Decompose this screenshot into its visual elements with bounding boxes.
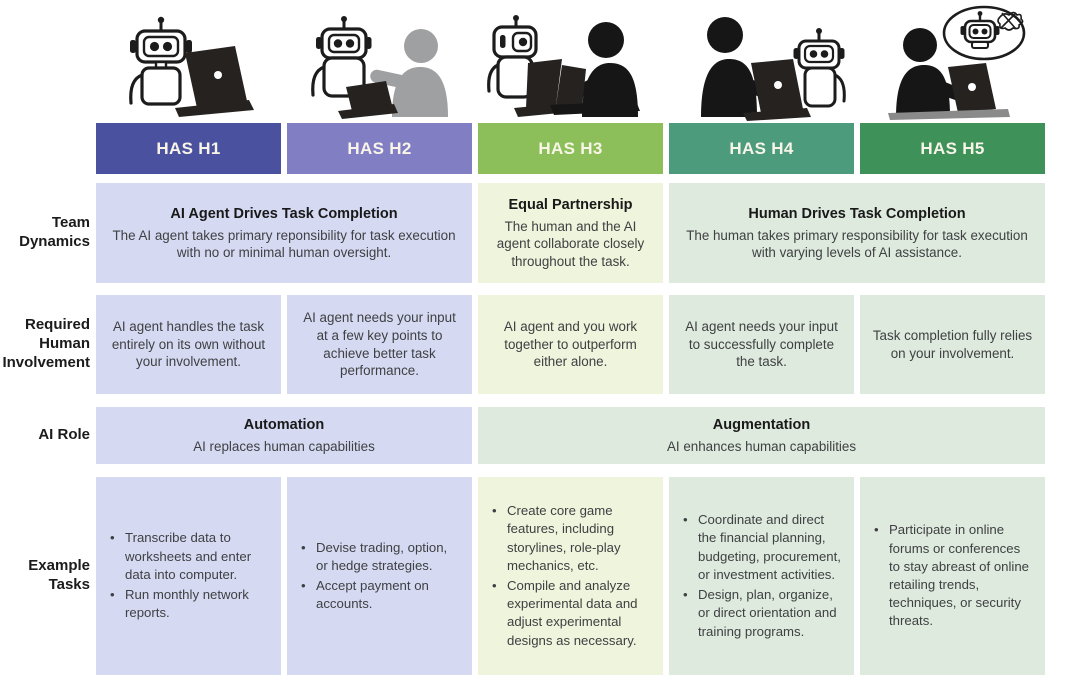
bullet-marker: • xyxy=(683,512,688,528)
involvement-cell-h4: AI agent needs your input to successfull… xyxy=(669,295,854,394)
row-label-required-human-involvement: Required Human Involvement xyxy=(2,316,90,371)
human-with-robot-assist-icon xyxy=(669,5,854,123)
robot-with-human-assist-icon xyxy=(287,5,472,123)
bullet-marker: • xyxy=(301,539,306,555)
column-header-has-h5: HAS H5 xyxy=(860,123,1045,174)
bullet-marker: • xyxy=(301,578,306,593)
task-bullet: •Transcribe data to worksheets and enter… xyxy=(110,529,269,584)
header-band: HAS H1 HAS H2 HAS H3 HAS H4 HAS H5 xyxy=(0,123,1080,174)
cell-title: Human Drives Task Completion xyxy=(748,205,966,222)
ai-role-cell-automation: Automation AI replaces human capabilitie… xyxy=(96,407,472,464)
cell-body: The AI agent takes primary reponsibility… xyxy=(112,227,456,261)
cell-body: The human and the AI agent collaborate c… xyxy=(496,218,645,269)
required-human-involvement-row: Required Human Involvement AI agent hand… xyxy=(0,295,1080,394)
task-bullet: •Run monthly network reports. xyxy=(110,586,269,622)
cell-title: AI Agent Drives Task Completion xyxy=(170,205,398,222)
team-dynamics-cell-h4-h5: Human Drives Task Completion The human t… xyxy=(669,183,1045,283)
task-bullet: •Create core game features, including st… xyxy=(492,502,651,575)
human-thinking-of-robot-icon xyxy=(860,5,1045,123)
task-bullet: •Coordinate and direct the financial pla… xyxy=(683,511,842,584)
cell-body: AI enhances human capabilities xyxy=(666,438,857,454)
row-label-team-dynamics: Team Dynamics xyxy=(19,214,90,250)
robot-and-human-collaborating-icon xyxy=(478,5,663,123)
cell-title: Equal Partnership xyxy=(508,196,633,213)
column-header-has-h2: HAS H2 xyxy=(287,123,472,174)
task-bullet: •Participate in online forums or confere… xyxy=(874,521,1033,630)
task-bullet: •Design, plan, organize, or direct orien… xyxy=(683,586,842,641)
bullet-marker: • xyxy=(874,522,879,538)
cell-body: Task completion fully relies on your inv… xyxy=(872,327,1033,361)
involvement-cell-h5: Task completion fully relies on your inv… xyxy=(860,295,1045,394)
column-header-has-h3: HAS H3 xyxy=(478,123,663,174)
cell-body: AI agent needs your input at a few key p… xyxy=(303,310,456,379)
involvement-cell-h2: AI agent needs your input at a few key p… xyxy=(287,295,472,394)
team-dynamics-cell-h3: Equal Partnership The human and the AI a… xyxy=(478,183,663,283)
tasks-cell-h4: •Coordinate and direct the financial pla… xyxy=(669,477,854,675)
cell-title: Automation xyxy=(243,416,325,433)
row-label-example-tasks: Example Tasks xyxy=(28,557,90,593)
robot-at-laptop-icon xyxy=(96,5,281,123)
example-tasks-row: Example Tasks •Transcribe data to worksh… xyxy=(0,477,1080,675)
involvement-cell-h3: AI agent and you work together to outper… xyxy=(478,295,663,394)
cell-body: The human takes primary responsibility f… xyxy=(686,227,1028,261)
ai-role-row: AI Role Automation AI replaces human cap… xyxy=(0,407,1080,464)
cell-body: AI replaces human capabilities xyxy=(193,438,375,454)
cell-body: AI agent needs your input to successfull… xyxy=(685,318,838,370)
task-bullet: •Compile and analyze experimental data a… xyxy=(492,577,651,650)
icons-band xyxy=(0,5,1080,123)
bullet-marker: • xyxy=(492,578,497,593)
ai-role-cell-augmentation: Augmentation AI enhances human capabilit… xyxy=(478,407,1045,464)
task-bullet: •Devise trading, option, or hedge strate… xyxy=(301,539,460,575)
involvement-cell-h1: AI agent handles the task entirely on it… xyxy=(96,295,281,394)
tasks-cell-h2: •Devise trading, option, or hedge strate… xyxy=(287,477,472,675)
bullet-marker: • xyxy=(110,530,115,546)
tasks-cell-h5: •Participate in online forums or confere… xyxy=(860,477,1045,675)
team-dynamics-row: Team Dynamics AI Agent Drives Task Compl… xyxy=(0,183,1080,283)
team-dynamics-cell-h1-h2: AI Agent Drives Task Completion The AI a… xyxy=(96,183,472,283)
tasks-cell-h1: •Transcribe data to worksheets and enter… xyxy=(96,477,281,675)
row-label-ai-role: AI Role xyxy=(38,426,90,444)
cell-body: AI agent handles the task entirely on it… xyxy=(111,318,266,370)
bullet-marker: • xyxy=(492,503,497,519)
bullet-marker: • xyxy=(110,587,115,603)
cell-body: AI agent and you work together to outper… xyxy=(503,318,638,370)
column-header-has-h4: HAS H4 xyxy=(669,123,854,174)
bullet-marker: • xyxy=(683,587,688,603)
cell-title: Augmentation xyxy=(712,416,811,433)
column-header-has-h1: HAS H1 xyxy=(96,123,281,174)
task-bullet: •Accept payment on accounts. xyxy=(301,577,460,613)
tasks-cell-h3: •Create core game features, including st… xyxy=(478,477,663,675)
